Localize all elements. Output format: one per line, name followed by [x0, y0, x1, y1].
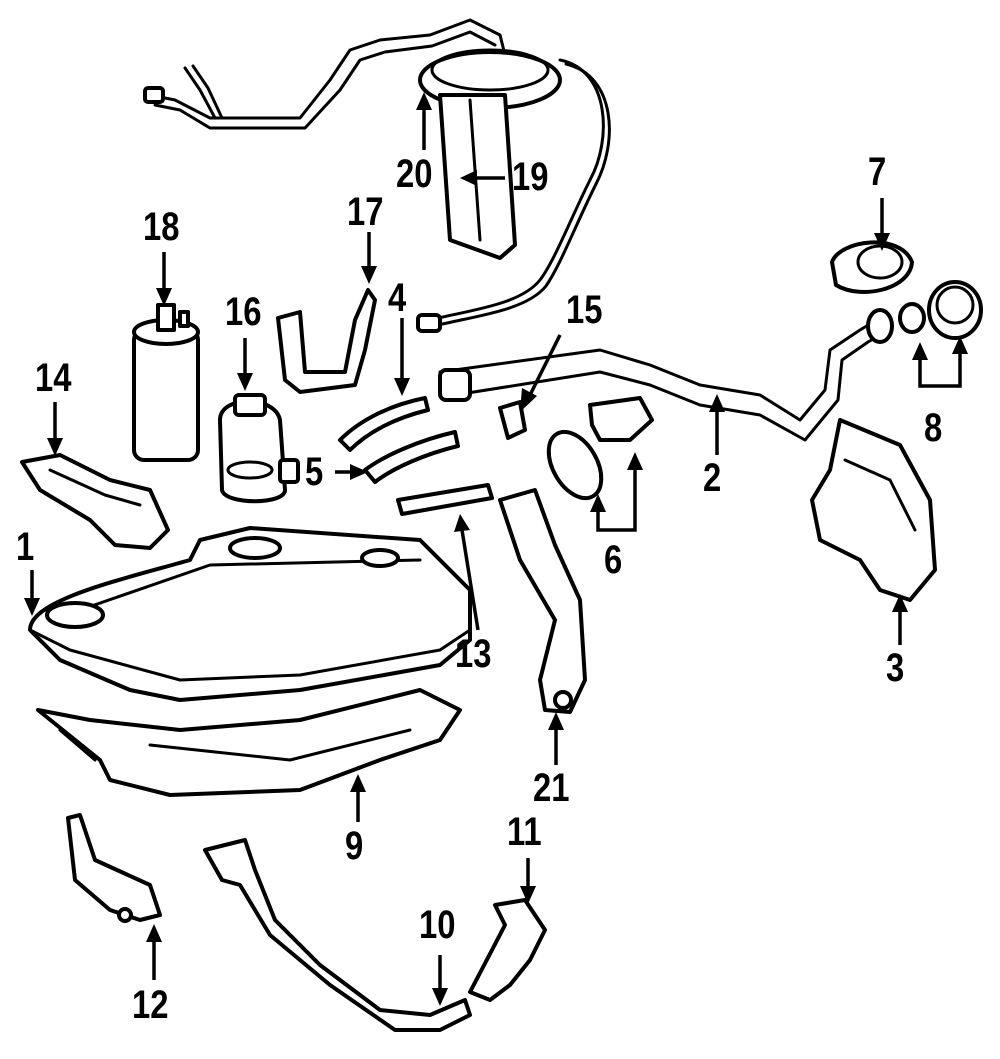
hoses: [338, 396, 460, 484]
callout-7: 7: [868, 150, 887, 194]
fuel-pump-sender-assembly: [416, 48, 611, 333]
callout-17: 17: [347, 190, 384, 234]
strap-13: [396, 483, 494, 516]
tank-protector: [36, 688, 462, 797]
shield-3: [810, 418, 937, 602]
fuel-lines: [143, 18, 507, 130]
bracket-21: [498, 488, 587, 714]
valve-15: [498, 400, 527, 440]
callout-20: 20: [396, 152, 433, 196]
callout-8: 8: [924, 406, 943, 450]
fuel-filter: [218, 393, 300, 504]
sender-gasket-6: [546, 396, 654, 501]
callout-10: 10: [419, 903, 456, 947]
callout-16: 16: [225, 290, 262, 334]
callout-9: 9: [345, 824, 364, 868]
fuel-cap-8: [898, 280, 983, 340]
callout-21: 21: [533, 766, 570, 810]
callout-5: 5: [305, 450, 324, 494]
callout-2: 2: [703, 456, 722, 500]
callout-1: 1: [16, 525, 35, 569]
leader-lines: [24, 92, 968, 1006]
callout-18: 18: [143, 205, 180, 249]
fuel-tank: [28, 526, 472, 702]
bracket-11: [468, 898, 547, 1002]
callout-14: 14: [35, 356, 72, 400]
filler-pipe: [438, 308, 894, 442]
bracket-17: [276, 288, 377, 394]
callout-13: 13: [455, 632, 492, 676]
callout-19: 19: [512, 155, 549, 199]
filler-housing-7: [830, 240, 914, 294]
callout-3: 3: [886, 646, 905, 690]
callout-6: 6: [604, 538, 623, 582]
strap-10: [203, 838, 472, 1032]
heat-shield-14: [20, 453, 170, 550]
fuel-pump: [132, 303, 200, 462]
bracket-12: [66, 813, 162, 923]
callout-15: 15: [566, 288, 603, 332]
callout-12: 12: [132, 983, 169, 1027]
callout-4: 4: [388, 276, 407, 320]
callout-11: 11: [507, 810, 542, 854]
